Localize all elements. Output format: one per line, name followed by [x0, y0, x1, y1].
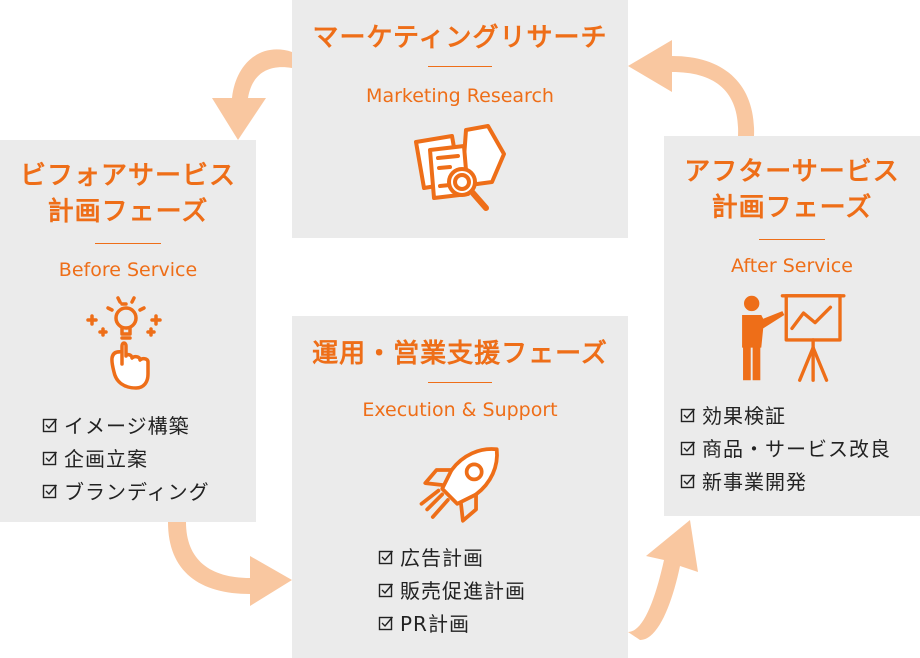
checkbox-checked-icon — [378, 550, 394, 564]
checkbox-checked-icon — [42, 484, 58, 498]
arrow-research-to-before — [212, 49, 292, 141]
list-item: 商品・サービス改良 — [680, 431, 891, 464]
after-item-label: 効果検証 — [702, 404, 786, 428]
execution-divider — [428, 382, 492, 383]
after-service-phase-box: アフターサービス 計画フェーズ After Service 効果検証 商品・サー… — [664, 136, 920, 516]
list-item: 効果検証 — [680, 398, 891, 431]
research-documents-magnifier-icon — [414, 124, 506, 211]
after-divider — [759, 239, 825, 240]
after-item-label: 商品・サービス改良 — [702, 437, 891, 461]
list-item: ブランディング — [42, 474, 210, 507]
research-phase-box: マーケティングリサーチ Marketing Research — [292, 0, 628, 238]
research-title: マーケティングリサーチ — [312, 23, 608, 53]
execution-item-label: 販売促進計画 — [400, 579, 526, 603]
before-title-line2: 計画フェーズ — [47, 197, 209, 227]
before-item-label: イメージ構築 — [64, 414, 190, 438]
after-item-label: 新事業開発 — [702, 470, 807, 494]
list-item: 新事業開発 — [680, 464, 891, 497]
checkbox-checked-icon — [42, 418, 58, 432]
checkbox-checked-icon — [680, 474, 696, 488]
list-item: 販売促進計画 — [378, 573, 526, 606]
research-subtitle: Marketing Research — [366, 85, 554, 107]
arrow-after-to-research — [628, 40, 755, 136]
checkbox-checked-icon — [42, 451, 58, 465]
list-item: イメージ構築 — [42, 408, 210, 441]
checkbox-checked-icon — [680, 441, 696, 455]
execution-phase-box: 運用・営業支援フェーズ Execution & Support 広告計画 販売促… — [292, 316, 628, 658]
rocket-icon — [419, 447, 499, 523]
execution-subtitle: Execution & Support — [362, 399, 558, 421]
lightbulb-idea-hand-icon — [86, 296, 162, 390]
list-item: 企画立案 — [42, 441, 210, 474]
list-item: 広告計画 — [378, 540, 526, 573]
after-checklist: 効果検証 商品・サービス改良 新事業開発 — [680, 398, 891, 497]
before-item-label: ブランディング — [64, 480, 210, 504]
checkbox-checked-icon — [378, 616, 394, 630]
execution-title: 運用・営業支援フェーズ — [312, 339, 608, 369]
execution-item-label: PR計画 — [400, 612, 470, 636]
execution-checklist: 広告計画 販売促進計画 PR計画 — [378, 540, 526, 639]
research-divider — [428, 66, 492, 67]
before-divider — [95, 243, 161, 244]
arrow-before-to-execution — [168, 522, 292, 606]
after-title-line1: アフターサービス — [684, 157, 900, 187]
before-checklist: イメージ構築 企画立案 ブランディング — [42, 408, 210, 507]
list-item: PR計画 — [378, 606, 526, 639]
after-title-line2: 計画フェーズ — [711, 193, 873, 223]
checkbox-checked-icon — [378, 583, 394, 597]
execution-item-label: 広告計画 — [400, 546, 484, 570]
before-item-label: 企画立案 — [64, 447, 148, 471]
before-service-phase-box: ビフォアサービス 計画フェーズ Before Service イメージ構築 企画… — [0, 140, 256, 522]
checkbox-checked-icon — [680, 408, 696, 422]
after-subtitle: After Service — [731, 255, 853, 277]
before-subtitle: Before Service — [58, 259, 198, 281]
presenter-chart-board-icon — [742, 294, 846, 382]
before-title-line1: ビフォアサービス — [19, 161, 236, 191]
arrow-execution-to-after — [628, 520, 698, 640]
